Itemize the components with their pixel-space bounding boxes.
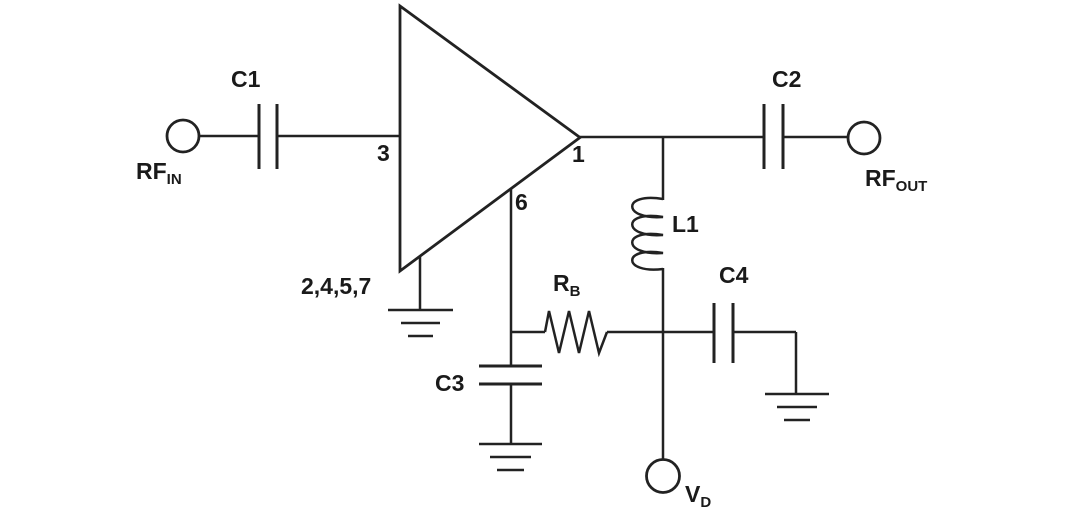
l1-label: L1 (672, 211, 699, 237)
pin-3-label: 3 (377, 140, 390, 166)
resistor-rb-zigzag (543, 310, 609, 358)
c4-label: C4 (719, 262, 749, 288)
rf-in-terminal (165, 118, 201, 154)
amplifier-triangle (398, 3, 583, 274)
rf-out-label: RFOUT (865, 165, 928, 195)
ground-pins-label: 2,4,5,7 (301, 273, 372, 299)
vd-label: VD (685, 481, 712, 509)
c3-label: C3 (435, 370, 465, 396)
ground-symbol-c3 (479, 442, 542, 472)
vd-terminal (645, 458, 681, 494)
ground-symbol-amp (388, 308, 453, 338)
rb-label: RB (553, 270, 581, 300)
c1-label: C1 (231, 66, 261, 92)
rf-in-label: RFIN (136, 158, 182, 188)
pin-6-label: 6 (515, 189, 528, 215)
rf-out-terminal (846, 120, 882, 156)
inductor-l1-coil (631, 196, 664, 271)
pin-1-label: 1 (572, 141, 585, 167)
c2-label: C2 (772, 66, 802, 92)
ground-symbol-c4 (765, 392, 829, 422)
